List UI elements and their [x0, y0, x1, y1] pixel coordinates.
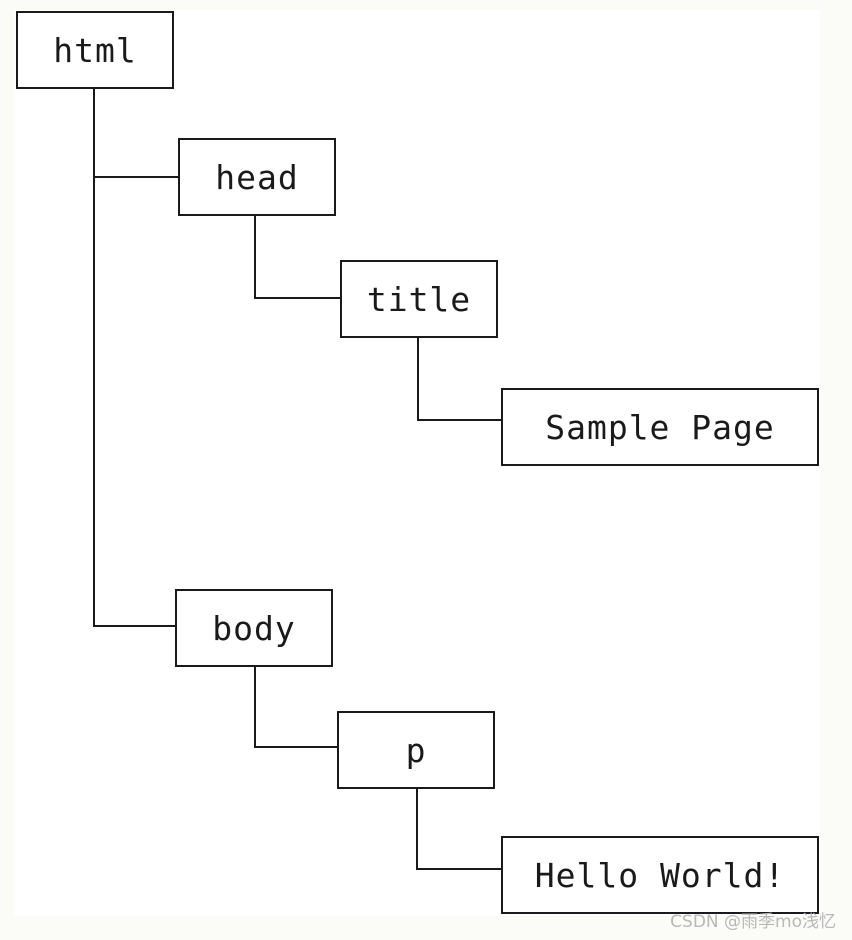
node-p: p	[337, 711, 495, 789]
node-title-label: title	[366, 279, 472, 319]
node-sample-page: Sample Page	[501, 388, 819, 466]
node-title: title	[340, 260, 498, 338]
node-html-label: html	[53, 30, 137, 70]
node-html: html	[16, 11, 174, 89]
connector-title-sample-page	[417, 338, 502, 421]
node-body: body	[175, 589, 333, 667]
watermark: CSDN @雨季mo浅忆	[670, 912, 836, 932]
node-hello-world: Hello World!	[501, 836, 819, 914]
connector-body-p	[254, 667, 338, 748]
node-head: head	[178, 138, 336, 216]
connector-html-head	[93, 89, 179, 178]
node-p-label: p	[405, 730, 427, 770]
connector-html-body	[93, 177, 176, 627]
node-hello-world-label: Hello World!	[534, 855, 786, 895]
connector-p-hello-world	[416, 789, 502, 870]
node-body-label: body	[212, 608, 296, 648]
node-sample-page-label: Sample Page	[545, 407, 775, 447]
connector-head-title	[254, 216, 341, 299]
node-head-label: head	[215, 157, 299, 197]
